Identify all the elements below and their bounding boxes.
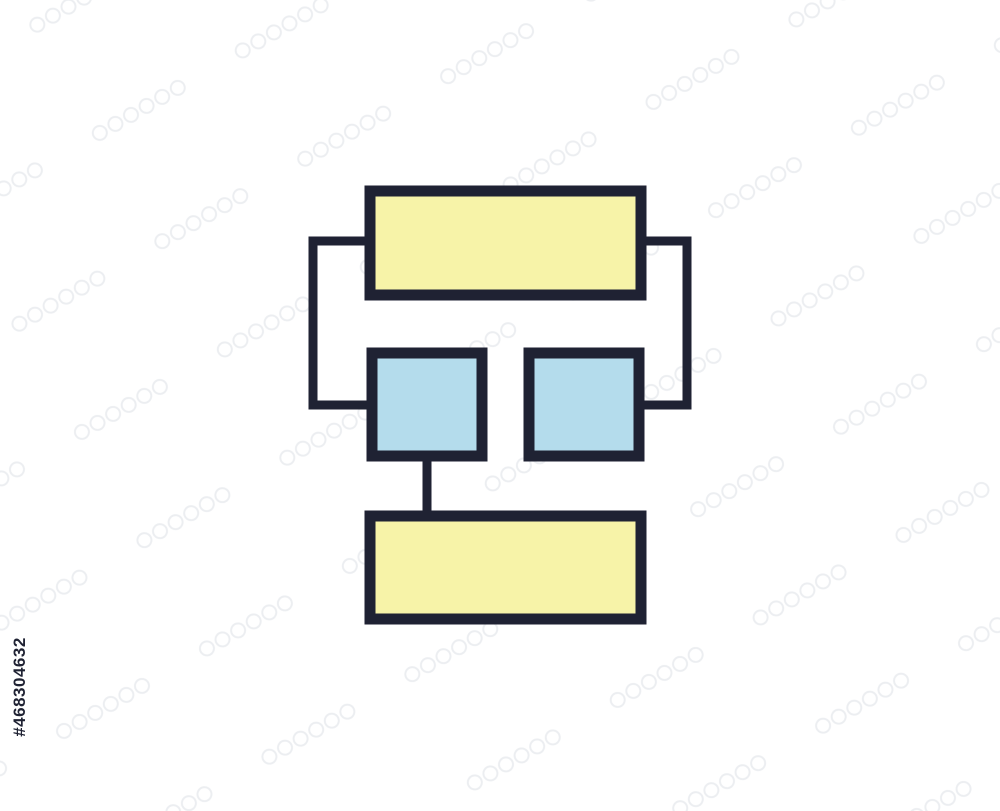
stock-id-text: #468304632 <box>10 637 30 737</box>
left-block <box>366 347 488 462</box>
right-connector <box>638 236 692 410</box>
bottom-block <box>364 510 647 625</box>
top-block <box>364 185 647 301</box>
left-connector <box>308 236 372 410</box>
right-block <box>523 347 645 462</box>
stock-id-label: #468304632 <box>6 572 34 802</box>
